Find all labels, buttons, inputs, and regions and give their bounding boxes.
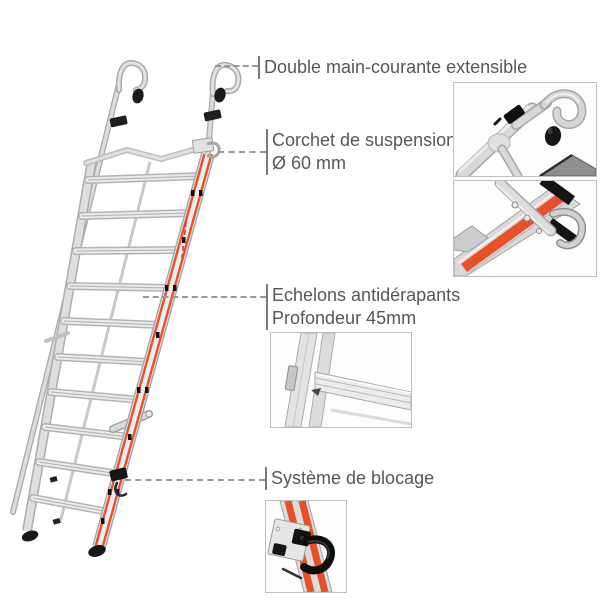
ladder-middle-stile	[58, 161, 152, 524]
hook-end-cap	[214, 87, 226, 103]
leader-line-hook	[218, 151, 266, 153]
label-rungs: Echelons antidérapants Profondeur 45mm	[266, 284, 460, 330]
ladder-rungs	[29, 172, 206, 516]
detail-suspension-hook	[453, 180, 597, 277]
clamp	[503, 104, 525, 124]
detail-antislip-rung	[270, 332, 412, 428]
locking-knob	[109, 467, 128, 497]
rung	[314, 371, 411, 411]
rung-clip	[284, 365, 299, 391]
stile-fittings	[101, 190, 203, 524]
label-rungs-subtext: Profondeur 45mm	[272, 308, 417, 328]
label-locking: Système de blocage	[265, 467, 434, 490]
suspension-hook-mount	[191, 137, 215, 154]
orange-stripe	[94, 153, 206, 548]
label-handrail-text: Double main-courante extensible	[264, 57, 528, 77]
label-handrail: Double main-courante extensible	[258, 56, 527, 79]
handrail-post-right	[203, 61, 242, 155]
rung-lock	[49, 476, 58, 483]
rung-lock	[52, 518, 61, 525]
label-locking-text: Système de blocage	[271, 468, 435, 488]
ladder-foot	[21, 530, 39, 542]
clamp	[203, 109, 222, 122]
label-hook-text: Corchet de suspension	[272, 130, 457, 150]
hook-end-cap	[544, 126, 562, 146]
leader-line-handrail	[215, 65, 258, 67]
locking-handle	[300, 535, 335, 575]
label-hook-subtext: Ø 60 mm	[272, 153, 347, 173]
top-crossbar	[83, 137, 221, 166]
leader-line-rungs	[143, 296, 266, 298]
clamp	[109, 115, 128, 128]
ladder-foot	[88, 545, 106, 557]
ladder-right-stile	[88, 152, 215, 557]
detail-locking-system	[265, 500, 347, 593]
detail-extensible-handrail-hook	[453, 82, 597, 177]
orange-stripe	[298, 501, 329, 592]
pole-bracket	[44, 331, 70, 343]
label-rungs-text: Echelons antidérapants	[272, 285, 461, 305]
label-hook: Corchet de suspension Ø 60 mm	[266, 129, 456, 175]
leader-line-locking	[125, 479, 265, 481]
orange-stripe	[101, 153, 213, 548]
ladder-left-stile	[21, 159, 97, 542]
orange-stripe	[461, 190, 567, 273]
hook-end-cap	[132, 88, 144, 104]
